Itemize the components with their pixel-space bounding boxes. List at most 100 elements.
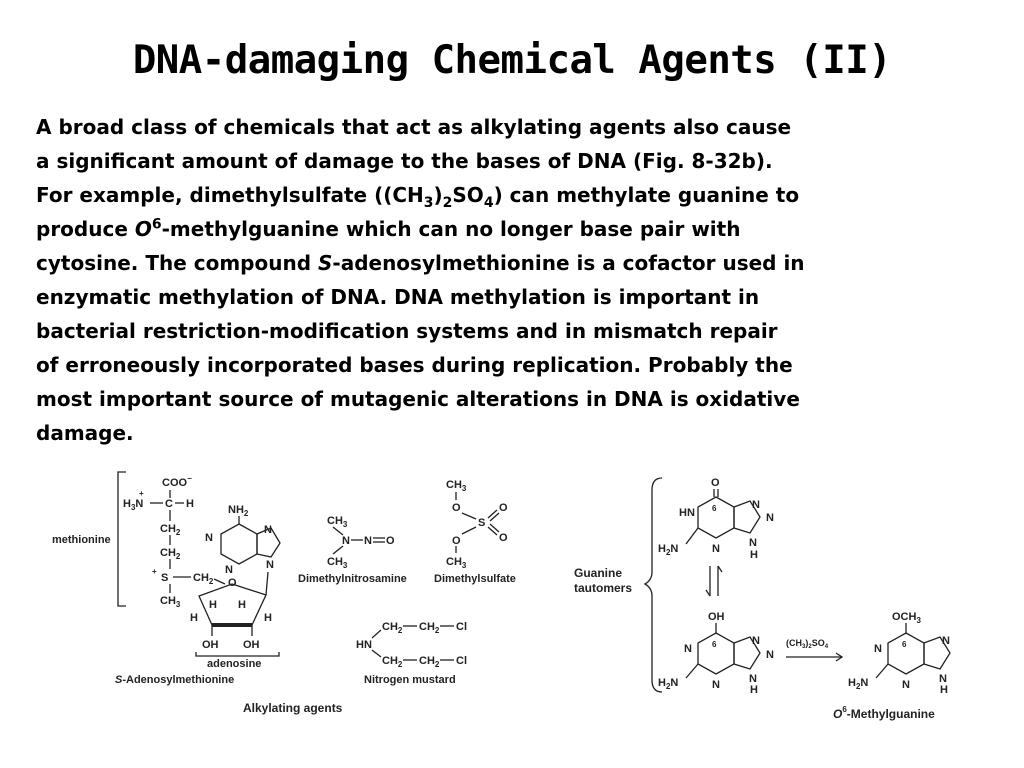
nm-hn: HN — [356, 639, 372, 651]
sam-ch2-1: CH2 — [160, 523, 181, 537]
dmn-ch3-top: CH3 — [327, 515, 348, 529]
sam-n1: N — [205, 532, 213, 544]
dms-ch3-top: CH3 — [446, 479, 467, 493]
para-line-10: damage. — [36, 421, 134, 445]
dms-label: Dimethylsulfate — [434, 573, 516, 585]
guanine-keto-hn: HN — [679, 507, 695, 519]
guanine-enol-n9: N — [749, 673, 757, 685]
tautomers-label-line2: tautomers — [574, 581, 632, 595]
para-line-9: most important source of mutagenic alter… — [36, 387, 800, 411]
adenosine-label: adenosine — [207, 658, 261, 670]
sam-ch3: CH3 — [160, 595, 181, 609]
dmn-ch3-bottom: CH3 — [327, 556, 348, 570]
sam-n9: N — [266, 559, 274, 571]
sam-h-4: H — [190, 612, 198, 624]
dimethylsulfate-structure: CH3 O S O O O CH3 Dimethylsulfate — [434, 479, 516, 585]
guanine-enol-n8: N — [766, 649, 774, 661]
guanine-keto-h2n: H2N — [658, 543, 678, 557]
para-line-6: enzymatic methylation of DNA. DNA methyl… — [36, 285, 760, 309]
sam-h-3: H — [238, 599, 246, 611]
sam-h: H — [186, 498, 194, 510]
guanine-keto-h9: H — [750, 549, 758, 561]
nitrogen-mustard-structure: CH2 CH2 Cl HN CH2 CH2 Cl Nitrogen mustar… — [356, 621, 467, 686]
guanine-keto-n3: N — [712, 543, 720, 555]
dmn-label: Dimethylnitrosamine — [298, 573, 407, 585]
product-och3: OCH3 — [892, 611, 921, 625]
guanine-tautomers: Guanine tautomers O 6 HN N N N H N H2N O… — [574, 477, 951, 721]
guanine-enol-n3: N — [712, 679, 720, 691]
guanine-keto-n9: N — [749, 537, 757, 549]
guanine-enol-h9: H — [750, 684, 758, 696]
para-line-5: cytosine. The compound S-adenosylmethion… — [36, 251, 805, 275]
guanine-enol-h2n: H2N — [658, 677, 678, 691]
sam-n7: N — [264, 524, 272, 536]
product-position: 6 — [902, 640, 907, 649]
dms-o-top: O — [452, 502, 461, 514]
alkylating-agents-label: Alkylating agents — [243, 701, 343, 715]
sam-coo: COO− — [162, 474, 192, 489]
nm-cl-top: Cl — [456, 621, 467, 633]
slide-title: DNA-damaging Chemical Agents (II) — [132, 38, 892, 83]
sam-plus-2: + — [152, 567, 157, 576]
para-line-1: A broad class of chemicals that act as a… — [36, 115, 792, 139]
guanine-keto-n7: N — [752, 499, 760, 511]
dmn-n1: N — [342, 535, 350, 547]
product-n1: N — [874, 643, 882, 655]
sam-structure: methionine COO− + H3N C H CH2 CH2 + S CH… — [52, 471, 281, 686]
dmn-oxygen: O — [386, 535, 395, 547]
dms-o-right-2: O — [499, 532, 508, 544]
nm-cl-bottom: Cl — [456, 655, 467, 667]
sam-c-alpha: C — [165, 498, 173, 510]
guanine-keto-position: 6 — [712, 504, 717, 513]
para-line-7: bacterial restriction-modification syste… — [36, 319, 778, 343]
sam-ch2-3: CH2 — [193, 572, 214, 586]
sam-h-1: H — [264, 612, 272, 624]
nm-label: Nitrogen mustard — [364, 674, 456, 686]
adenosine-bracket — [195, 652, 280, 657]
body-paragraph: A broad class of chemicals that act as a… — [36, 110, 988, 450]
nm-ch2-bottom-2: CH2 — [419, 655, 440, 669]
para-line-3: For example, dimethylsulfate ((CH3)2SO4)… — [36, 183, 800, 211]
tautomers-brace — [643, 477, 663, 693]
product-h9: H — [940, 684, 948, 696]
dms-o-bottom: O — [452, 535, 461, 547]
dmn-n2: N — [364, 535, 372, 547]
nm-ch2-top-2: CH2 — [419, 621, 440, 635]
para-line-4: produce O6-methylguanine which can no lo… — [36, 216, 741, 241]
methionine-label: methionine — [52, 534, 111, 546]
sam-h-2: H — [209, 599, 217, 611]
dimethylnitrosamine-structure: CH3 N N O CH3 Dimethylnitrosamine — [298, 515, 407, 585]
sam-oh-2: OH — [202, 639, 219, 651]
dms-o-right-1: O — [499, 502, 508, 514]
product-label: O6-Methylguanine — [833, 705, 935, 721]
guanine-enol-oh: OH — [708, 611, 725, 623]
tautomers-label-line1: Guanine — [574, 566, 622, 580]
product-n9: N — [939, 673, 947, 685]
product-h2n: H2N — [848, 677, 868, 691]
guanine-keto-n8: N — [766, 512, 774, 524]
sam-plus-1: + — [139, 489, 144, 498]
sam-ch2-2: CH2 — [160, 547, 181, 561]
sam-sulfur: S — [161, 572, 168, 584]
sam-nh2: NH2 — [228, 504, 249, 518]
sam-h3n: H3N — [123, 498, 143, 512]
product-n3: N — [902, 679, 910, 691]
para-line-8: of erroneously incorporated bases during… — [36, 353, 793, 377]
guanine-keto-oxygen: O — [711, 477, 720, 489]
reaction-reagent: (CH3)2SO4 — [786, 638, 829, 650]
guanine-enol-n7: N — [752, 635, 760, 647]
sam-caption: S-Adenosylmethionine — [115, 674, 234, 686]
para-line-2: a significant amount of damage to the ba… — [36, 149, 773, 173]
methionine-bracket — [117, 471, 126, 607]
dms-ch3-bottom: CH3 — [446, 556, 467, 570]
sam-oh-3: OH — [243, 639, 260, 651]
dms-sulfur: S — [478, 517, 485, 529]
guanine-enol-n1: N — [684, 643, 692, 655]
nm-ch2-top-1: CH2 — [382, 621, 403, 635]
product-n7: N — [942, 635, 950, 647]
nm-ch2-bottom-1: CH2 — [382, 655, 403, 669]
sam-ring-oxygen: O — [228, 577, 237, 589]
guanine-enol-position: 6 — [712, 640, 717, 649]
sam-n3: N — [225, 564, 233, 576]
